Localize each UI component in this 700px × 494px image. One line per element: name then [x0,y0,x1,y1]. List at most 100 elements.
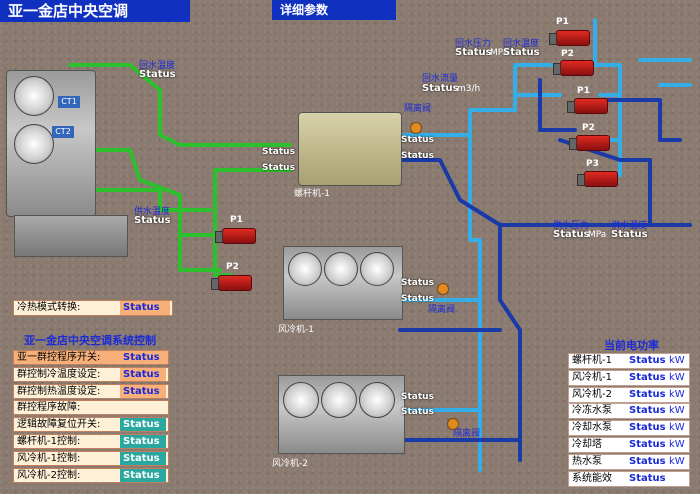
pump-left-2-label: P2 [226,262,239,272]
control-row: 群控制热温度设定: Status [13,383,169,399]
screw-chiller[interactable] [298,112,402,186]
isolation-valve-label-1: 隔离阀 [404,104,432,114]
screw-status-2: Status [262,163,295,173]
power-row-label: 冷却塔 [572,439,602,450]
return-pressure-unit: MPa [490,48,509,58]
return-temp-top-label: 回水温度 [503,39,540,49]
tower-label-ct2: CT2 [52,126,74,138]
power-row-label: 风冷机-2 [572,388,612,400]
power-row-label: 风冷机-1 [572,371,612,383]
air-chiller-1-fan-a-icon [288,252,322,286]
power-row-unit: kW [669,422,685,434]
control-row-label: 逻辑故障复位开关: [17,419,101,431]
control-row-value[interactable]: Status [120,351,166,364]
control-row-value[interactable]: Status [120,435,166,448]
mode-switch-row: 冷热模式转换: Status [13,300,173,316]
pump-right-1[interactable] [549,30,590,46]
pump-right-2[interactable] [553,60,594,76]
pump-right-5-label: P3 [586,159,599,169]
pump-right-3-label: P1 [577,86,590,96]
return-temp-top-value: Status [503,47,540,58]
power-row-value: Status [629,388,666,400]
control-row-label: 风冷机-2控制: [17,469,81,481]
power-row-unit: kW [669,439,685,450]
return-flow-label: 回水流量 [422,74,459,84]
supply-temp-left-value: Status [134,215,171,226]
control-row-label: 群控制热温度设定: [17,385,101,397]
air-chiller-1-label: 风冷机-1 [278,325,314,335]
control-row-label: 风冷机-1控制: [17,452,81,464]
air2-status-1: Status [401,392,434,402]
control-row: 风冷机-2控制: Status [13,467,169,483]
control-row: 风冷机-1控制: Status [13,450,169,466]
pump-right-1-label: P1 [556,17,569,27]
screw-out-status-1: Status [401,135,434,145]
return-temp-left-value: Status [139,69,176,80]
air-chiller-1-fan-b-icon [324,252,358,286]
mode-switch-label: 冷热模式转换: [17,302,81,313]
mode-switch-value[interactable]: Status [120,301,170,315]
power-row-value: Status [629,371,666,383]
air1-status-1: Status [401,278,434,288]
air-chiller-2-fan-b-icon [321,382,357,418]
screw-status-1: Status [262,147,295,157]
supply-pressure-unit: MPa [588,230,607,240]
power-panel-title: 当前电功率 [604,339,659,352]
power-row-label: 螺杆机-1 [572,355,612,366]
return-temp-left-label: 回水温度 [139,61,176,71]
isolation-valve-3[interactable] [447,418,459,430]
control-row-label: 群控程序故障: [17,402,81,414]
isolation-valve-2[interactable] [437,283,449,295]
air-chiller-2-fan-a-icon [283,382,319,418]
supply-temp-left-label: 供水温度 [134,207,171,217]
control-row: 群控制冷温度设定: Status [13,366,169,382]
pump-right-3[interactable] [567,98,608,114]
power-row-unit: kW [669,388,685,400]
cooling-tower-base [14,215,128,257]
control-row-value[interactable]: Status [120,384,166,398]
power-row-label: 冷却水泵 [572,422,612,434]
pump-left-1[interactable] [215,228,256,244]
pump-right-4[interactable] [569,135,610,151]
page-title: 亚一金店中央空调 [0,0,190,22]
pump-right-5[interactable] [577,171,618,187]
return-flow-unit: m3/h [457,84,481,94]
tower-label-ct1: CT1 [58,96,80,108]
air2-status-2: Status [401,407,434,417]
tower-fan-1-icon [14,76,54,116]
return-pressure-value: Status [455,47,492,58]
power-row-unit: kW [669,455,685,467]
power-row-label: 冷冻水泵 [572,405,612,417]
supply-temp-right-label: 供水温度 [611,221,648,231]
air-chiller-2-fan-c-icon [359,382,395,418]
control-row-value[interactable]: Status [120,451,166,465]
pump-right-2-label: P2 [561,49,574,59]
control-row-label: 群控制冷温度设定: [17,368,101,380]
power-row-label: 热水泵 [572,455,602,467]
power-row-value: Status [629,455,666,467]
detail-params-title: 详细参数 [272,0,396,20]
power-row-value: Status [629,422,666,434]
pump-left-2[interactable] [211,275,252,291]
power-row-unit: kW [669,355,685,366]
control-row-label: 亚一群控程序开关: [17,352,101,363]
air1-status-2: Status [401,294,434,304]
power-row-value: Status [629,355,666,366]
power-row-value: Status [629,405,666,417]
power-row-value: Status [629,472,666,484]
pump-left-1-label: P1 [230,215,243,225]
control-row-value[interactable]: Status [120,367,166,381]
isolation-valve-1[interactable] [410,122,422,134]
supply-pressure-value: Status [553,229,590,240]
power-row-value: Status [629,439,666,450]
control-row: 螺杆机-1控制:Status [13,434,169,449]
control-row-value[interactable]: Status [120,418,166,432]
control-row-value[interactable]: Status [120,468,166,482]
return-flow-value: Status [422,83,459,94]
